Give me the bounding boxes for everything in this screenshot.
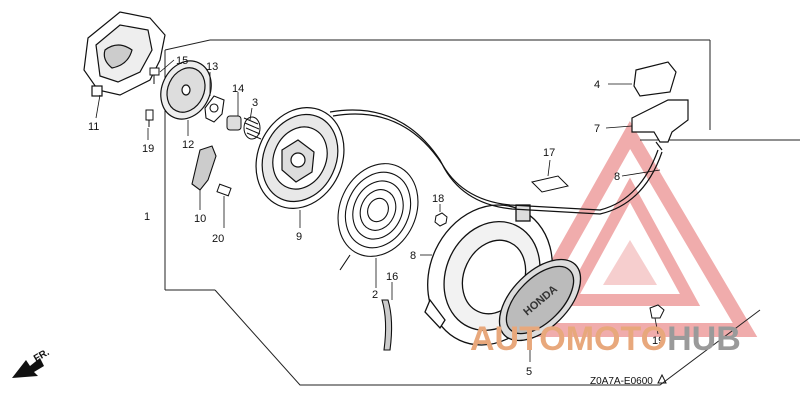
label-part-12: 12	[182, 139, 194, 151]
nut-part-18	[434, 212, 448, 227]
label-part-4: 4	[594, 79, 600, 91]
watermark-hub: HUB	[667, 320, 741, 358]
label-part-17: 17	[543, 147, 555, 159]
triangle-mark-icon	[657, 373, 667, 384]
reel-pulley-part	[255, 107, 345, 209]
label-part-14: 14	[232, 83, 244, 95]
label-part-20: 20	[212, 233, 224, 245]
ratchet-pawl-part	[191, 145, 217, 191]
label-part-11: 11	[88, 121, 99, 133]
label-part-10: 10	[194, 213, 206, 225]
watermark-auto: AUTO	[470, 320, 566, 358]
label-part-8b: 8	[614, 171, 620, 183]
bolt-part-15	[149, 67, 160, 84]
watermark-text: AUTOMOTOHUB	[470, 320, 741, 358]
diagram-code: Z0A7A-E0600	[590, 376, 653, 387]
starter-rope-part	[329, 109, 663, 215]
friction-plate-part	[160, 60, 212, 120]
diagram-code-group: Z0A7A-E0600	[590, 373, 667, 387]
label-part-5: 5	[526, 366, 532, 378]
spring-retainer-part	[226, 115, 242, 131]
front-arrow-icon	[12, 358, 44, 378]
part-number-labels: 15 13 14 3 11 19 12 1 10 20 9 2 16 18 8 …	[88, 55, 664, 378]
label-part-13: 13	[206, 61, 218, 73]
label-part-18: 18	[432, 193, 444, 205]
ratchet-spring-part-20	[216, 183, 232, 197]
label-part-19a: 19	[142, 143, 154, 155]
sticker-part-17	[531, 175, 569, 193]
starter-cover-part	[83, 11, 166, 97]
label-part-9: 9	[296, 231, 302, 243]
front-direction-indicator: FR.	[12, 347, 52, 378]
label-part-15: 15	[176, 55, 188, 67]
label-part-19b: 19	[652, 335, 664, 347]
starter-grip-part-7	[631, 99, 689, 151]
label-part-2: 2	[372, 289, 378, 301]
leader-lines	[95, 59, 661, 362]
watermark-triangle	[508, 120, 758, 337]
ratchet-guide-part	[204, 95, 225, 123]
bolt-part-19b	[649, 304, 665, 319]
label-part-1: 1	[144, 211, 150, 223]
recoil-spring-part	[337, 163, 419, 271]
watermark-moto: MOTO	[566, 320, 667, 358]
label-part-3: 3	[252, 97, 258, 109]
grip-insert-part-4	[633, 61, 677, 97]
front-label: FR.	[32, 347, 52, 365]
spring-part	[243, 116, 262, 140]
label-part-16: 16	[386, 271, 398, 283]
label-part-7: 7	[594, 123, 600, 135]
svg-text:AUTOMOTOHUB: AUTOMOTOHUB	[470, 320, 741, 358]
rope-piece-part	[381, 299, 393, 351]
bolt-part-19a	[145, 109, 154, 127]
logo-cover-part: HONDA	[498, 258, 582, 342]
label-part-8a: 8	[410, 250, 416, 262]
